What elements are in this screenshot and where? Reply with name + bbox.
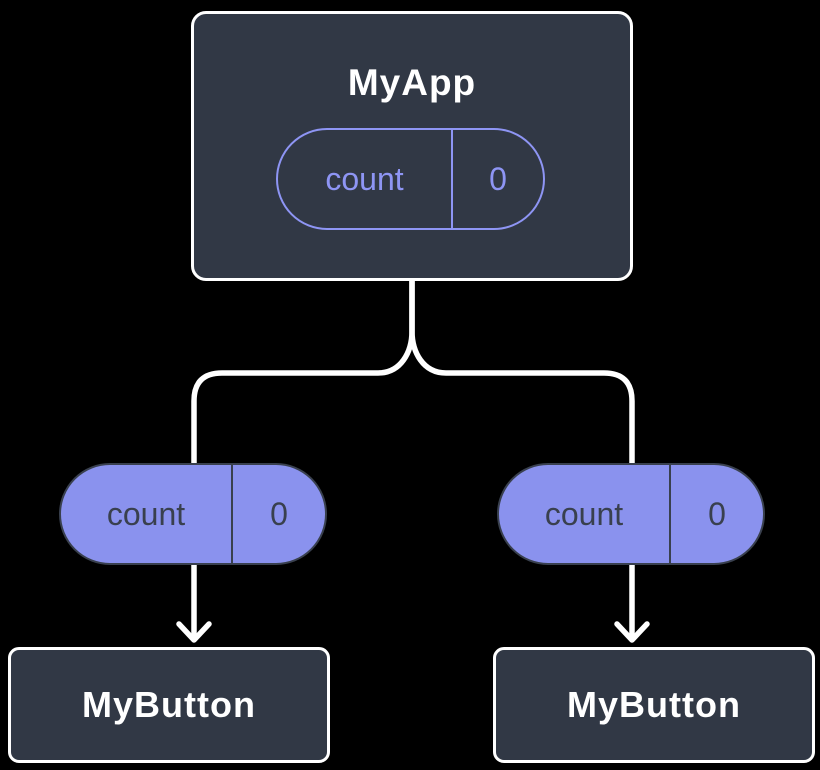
state-value: 0 <box>708 495 726 532</box>
arrow-right-head-icon <box>614 621 650 643</box>
node-myapp: MyApp count 0 <box>191 11 633 281</box>
state-value: 0 <box>489 160 507 197</box>
node-mybutton-right: MyButton <box>493 647 815 763</box>
state-pill-right: count 0 <box>497 463 765 565</box>
state-name: count <box>61 465 233 563</box>
state-name: count <box>499 465 671 563</box>
state-name: count <box>278 130 453 228</box>
state-value: 0 <box>270 495 288 532</box>
state-pill-myapp: count 0 <box>276 128 545 230</box>
node-myapp-label: MyApp <box>347 62 477 103</box>
node-mybutton-left: MyButton <box>8 647 330 763</box>
branch-right-line <box>409 277 635 468</box>
branch-left-line <box>191 277 415 468</box>
state-pill-left: count 0 <box>59 463 327 565</box>
arrow-left-head-icon <box>176 621 212 643</box>
